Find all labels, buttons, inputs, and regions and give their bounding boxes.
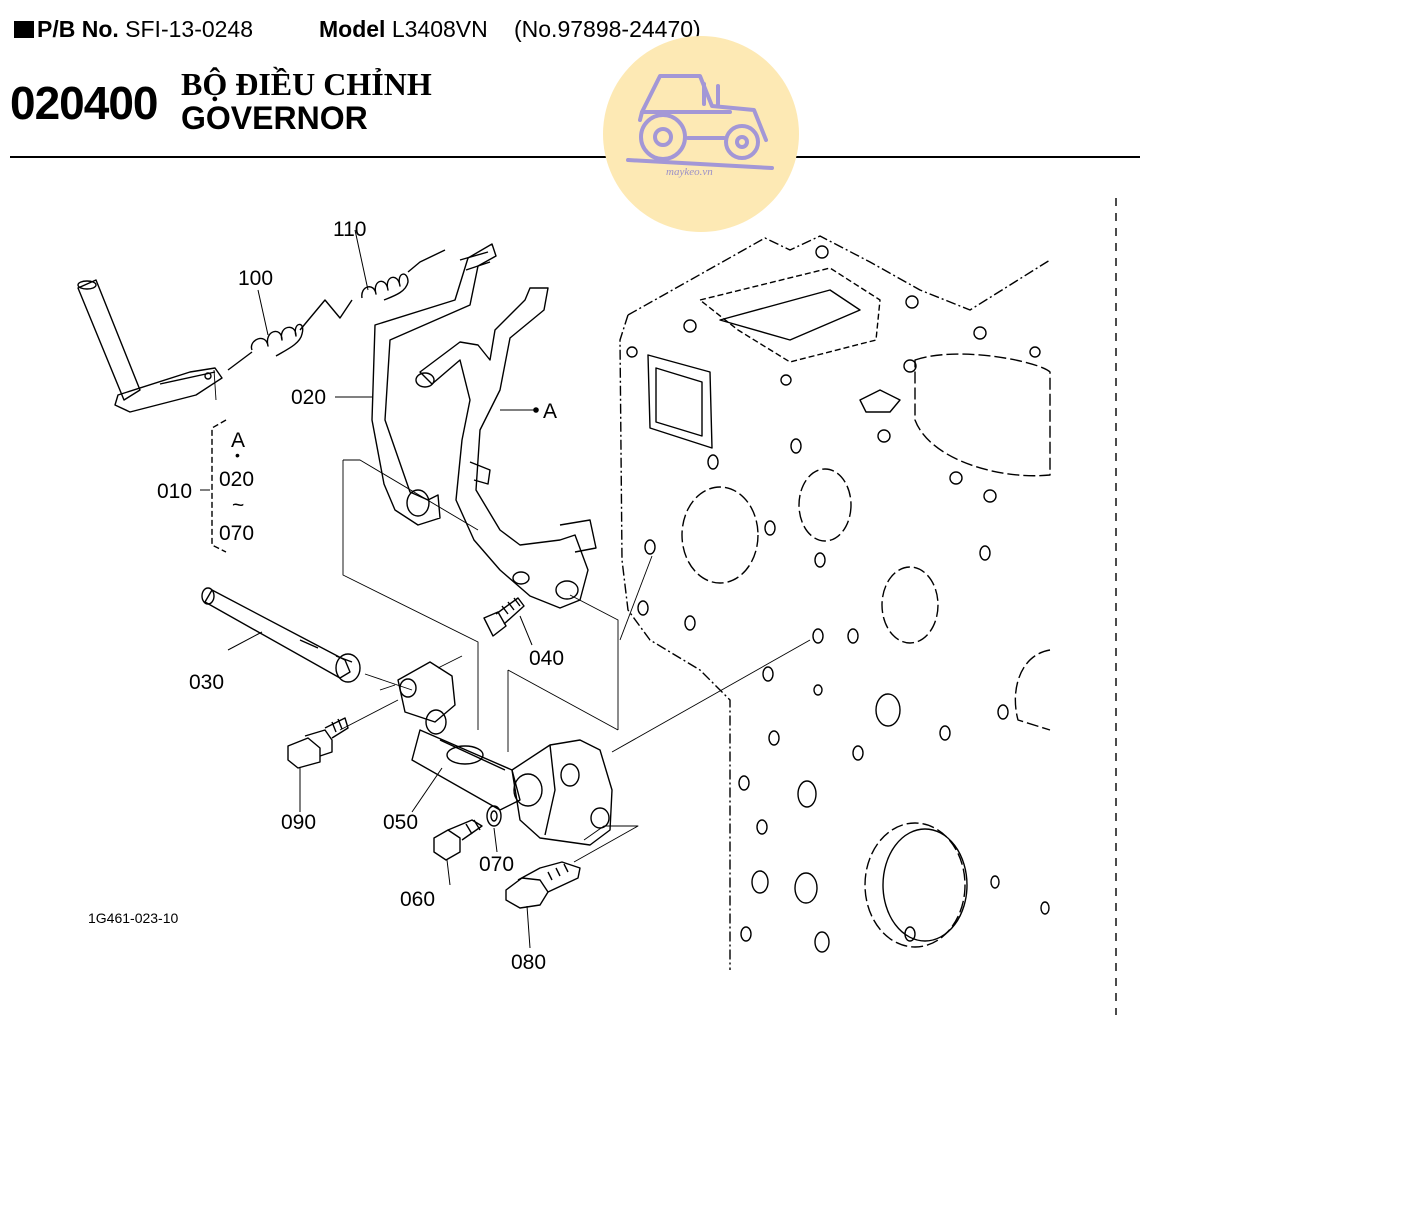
callout-110: 110 — [333, 218, 367, 241]
fork-lever-A — [415, 287, 597, 609]
callout-070: 070 — [479, 853, 515, 876]
stud-bolt-090 — [287, 717, 349, 769]
header-divider — [10, 156, 1140, 158]
callout-050: 050 — [383, 811, 419, 834]
washer-070 — [486, 805, 502, 827]
callout-020: 020 — [291, 386, 327, 409]
callout-090: 090 — [281, 811, 317, 834]
bolt-060 — [433, 819, 483, 861]
model: Model L3408VN — [319, 16, 488, 43]
square-bullet-icon — [14, 21, 34, 38]
model-value: L3408VN — [391, 16, 488, 42]
spring-110 — [361, 249, 446, 301]
drawing-reference: 1G461-023-10 — [88, 910, 179, 926]
lever-arm-050 — [397, 661, 521, 811]
serial-range: (No.97898-24470) — [514, 16, 701, 42]
callout-mark-a: A — [543, 400, 558, 423]
spring-100 — [227, 299, 353, 371]
group-010-dot: • — [235, 447, 240, 463]
governor-pin-010 — [77, 279, 223, 413]
reference-point-A — [533, 407, 539, 413]
section-code: 020400 — [10, 77, 158, 129]
group-010-tilde: ~ — [232, 494, 245, 517]
governor-lever-020 — [371, 243, 497, 526]
callout-100: 100 — [238, 267, 274, 290]
governor-shaft-030 — [201, 587, 361, 683]
flange-bolt-080 — [505, 861, 581, 909]
group-010-a: A — [231, 429, 246, 452]
section-title-vietnamese: BỘ ĐIỀU CHỈNH — [181, 66, 432, 102]
model-label: Model — [319, 16, 386, 42]
callout-010: 010 — [157, 480, 193, 503]
group-010-to: 070 — [219, 522, 255, 545]
group-010-from: 020 — [219, 468, 255, 491]
section-title-english: GOVERNOR — [181, 100, 368, 136]
callout-060: 060 — [400, 888, 436, 911]
pb-number: P/B No. SFI-13-0248 — [14, 16, 253, 43]
callout-080: 080 — [511, 951, 547, 974]
bolt-040 — [483, 597, 525, 637]
pb-label: P/B No. — [37, 16, 119, 42]
crankcase — [619, 235, 1051, 970]
callout-030: 030 — [189, 671, 225, 694]
governor-bracket — [511, 739, 613, 846]
pb-value: SFI-13-0248 — [125, 16, 254, 42]
callout-040: 040 — [529, 647, 565, 670]
watermark-text: maykeo.vn — [666, 166, 713, 178]
